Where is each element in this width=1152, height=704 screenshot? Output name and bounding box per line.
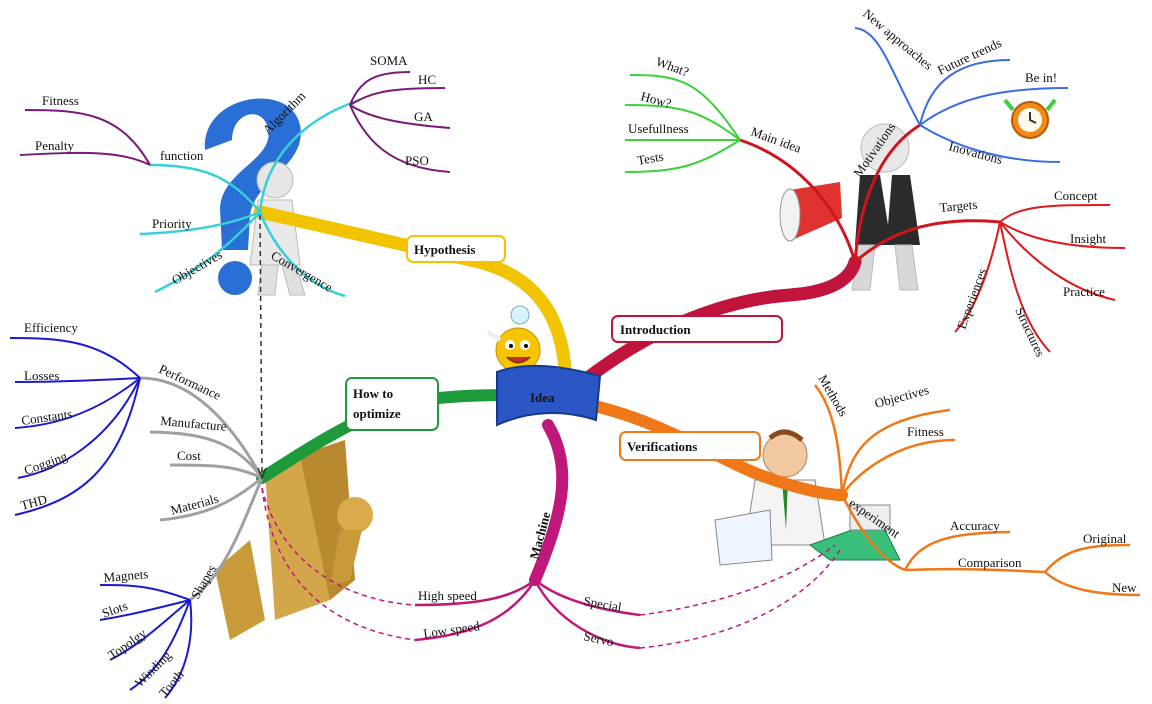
low-speed-label: Low speed — [422, 618, 481, 641]
priority-label: Priority — [152, 216, 192, 231]
manufacture-label: Manufacture — [160, 413, 228, 434]
soma-label: SOMA — [370, 53, 408, 68]
dashed-connectors — [257, 214, 841, 649]
how-label: How? — [639, 88, 673, 111]
cost-label: Cost — [177, 448, 201, 463]
center-node[interactable]: Idea — [496, 364, 602, 427]
cogging-label: Cogging — [22, 448, 70, 478]
thd-label: THD — [19, 491, 49, 512]
targets-label: Targets — [939, 197, 978, 215]
question-mark-illustration — [204, 98, 301, 295]
comparison-label: Comparison — [958, 555, 1022, 570]
introduction-node[interactable]: Introduction — [611, 315, 783, 343]
introduction-label: Introduction — [620, 322, 691, 337]
losses-label: Losses — [24, 368, 59, 383]
verifications-node[interactable]: Verifications — [619, 431, 761, 461]
function-label: function — [160, 148, 204, 163]
efficiency-label: Efficiency — [24, 320, 78, 335]
hc-label: HC — [418, 72, 436, 87]
accuracy-label: Accuracy — [950, 518, 1000, 533]
main-idea-label: Main idea — [749, 124, 804, 156]
how-to-optimize-line1: How to — [353, 386, 393, 401]
smiley-bulb-illustration — [486, 305, 541, 373]
future-trends-label: Future trends — [935, 35, 1004, 78]
hypothesis-node[interactable]: Hypothesis — [406, 235, 506, 263]
special-label: Special — [582, 593, 623, 614]
center-label: Idea — [530, 390, 555, 405]
megaphone-man-illustration — [779, 123, 920, 291]
how-to-optimize-node[interactable]: How to optimize — [345, 377, 439, 431]
new-label: New — [1112, 580, 1137, 595]
verifications-label: Verifications — [627, 439, 697, 454]
insight-label: Insight — [1070, 231, 1107, 246]
magnets-label: Magnets — [103, 566, 149, 585]
constants-label: Constants — [20, 406, 73, 428]
concept-label: Concept — [1054, 188, 1098, 203]
practice-label: Practice — [1063, 284, 1105, 299]
shapes-label: Shapes — [188, 562, 219, 601]
tests-label: Tests — [636, 149, 665, 168]
ga-label: GA — [414, 109, 433, 124]
topolgy-label: Topolgy — [105, 625, 149, 662]
original-label: Original — [1083, 531, 1127, 546]
how-to-optimize-line2: optimize — [353, 406, 401, 421]
inovations-label: Inovations — [947, 138, 1004, 167]
fitness-verify-label: Fitness — [907, 424, 944, 439]
servo-label: Servo — [582, 628, 615, 649]
objectives-label: Objectives — [169, 247, 225, 288]
fitness-label: Fitness — [42, 93, 79, 108]
penalty-label: Penalty — [35, 138, 74, 153]
hypothesis-label: Hypothesis — [414, 242, 475, 257]
high-speed-label: High speed — [418, 588, 477, 603]
structures-label: Structures — [1012, 305, 1048, 359]
objectives-verify-label: Objectives — [873, 382, 931, 411]
pso-label: PSO — [405, 153, 429, 168]
be-in-label: Be in! — [1025, 70, 1057, 85]
alarm-clock-illustration — [1003, 98, 1057, 139]
gold-figure-illustration — [215, 440, 373, 640]
usefullness-label: Usefullness — [628, 121, 689, 136]
experiences-label: Experiences — [954, 266, 990, 331]
new-approaches-label: New approaches — [860, 6, 936, 73]
